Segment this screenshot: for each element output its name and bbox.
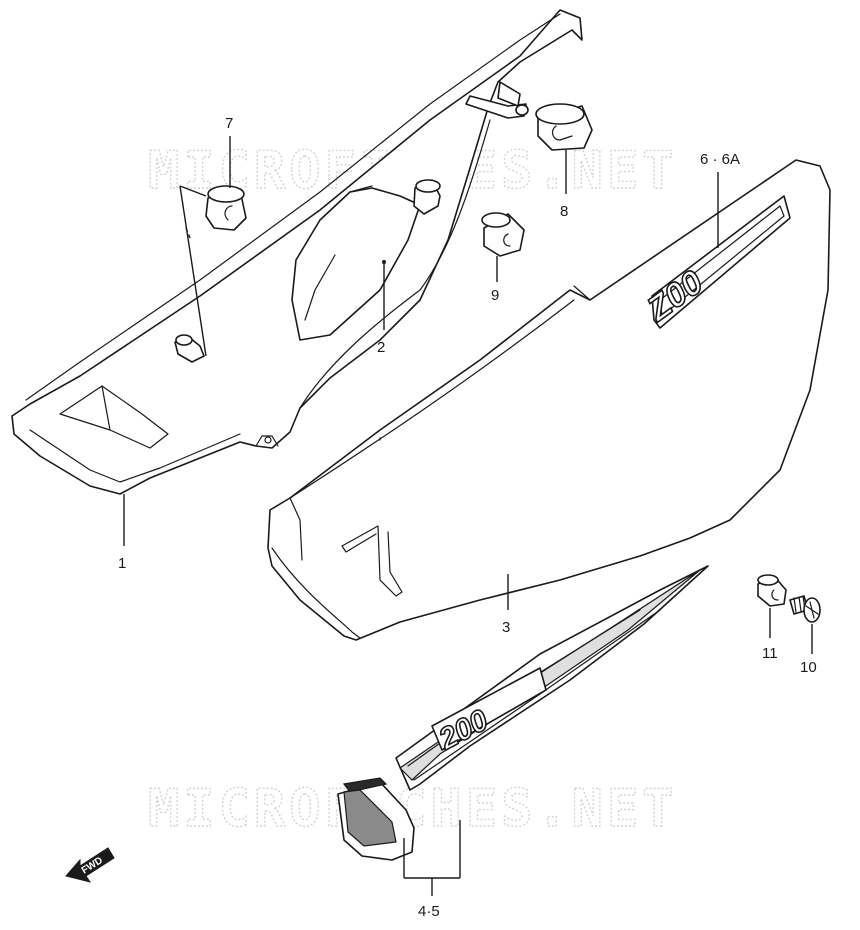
callout-3: 3	[502, 619, 510, 636]
cushion-part-7	[205, 185, 247, 231]
callout-6-6a: 6 · 6A	[700, 151, 740, 168]
callout-2: 2	[377, 339, 385, 356]
cushion-part-8	[535, 103, 593, 151]
callout-9: 9	[491, 287, 499, 304]
cushion-part-9	[481, 212, 525, 257]
grommet-on-frame	[413, 179, 441, 215]
screw-part-10	[789, 595, 821, 623]
callout-7: 7	[225, 115, 233, 132]
callout-11: 11	[762, 645, 778, 662]
frame-cover-part-1	[11, 9, 583, 495]
decal-part-4-5	[337, 565, 709, 861]
leader-part-2	[382, 260, 386, 330]
callout-10: 10	[800, 659, 817, 676]
leader-part-7	[179, 136, 231, 357]
leader-part-4-5	[403, 820, 461, 896]
callout-8: 8	[560, 203, 568, 220]
frame-cover-part-3	[267, 159, 831, 641]
forward-arrow-icon: FWD	[65, 847, 115, 883]
callout-4-5: 4·5	[418, 903, 440, 920]
callout-1: 1	[118, 555, 126, 572]
cushion-part-11	[757, 574, 787, 607]
